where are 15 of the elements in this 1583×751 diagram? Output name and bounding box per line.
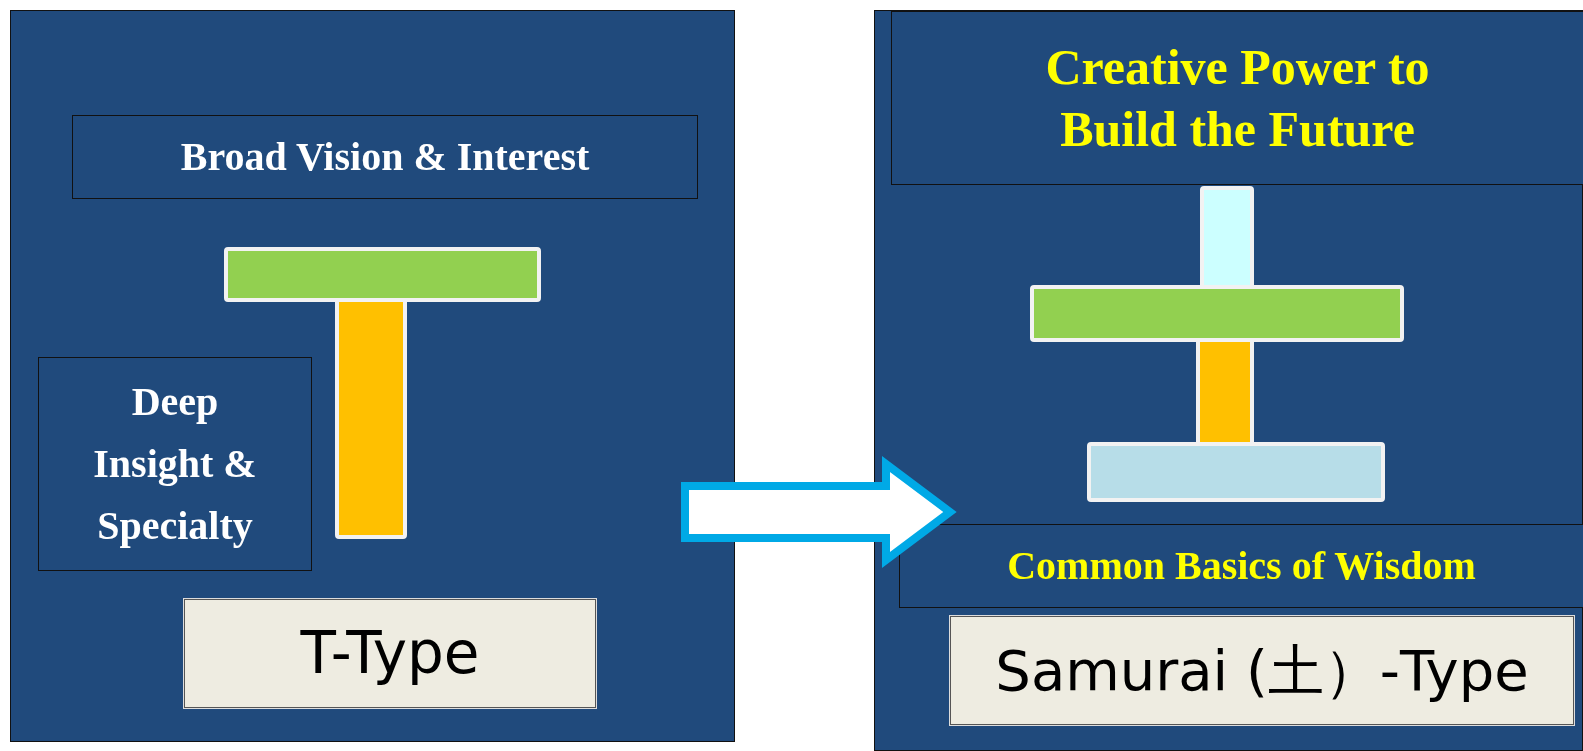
node-label: Deep Insight & Specialty — [92, 378, 258, 550]
text-box — [891, 11, 1583, 185]
node-label: Common Basics of Wisdom — [1006, 542, 1477, 590]
text-box — [38, 357, 312, 571]
panel-background — [874, 10, 1583, 751]
node-label: Samurai (土）-Type — [994, 636, 1530, 705]
panel-background — [10, 10, 735, 742]
type-label-box — [184, 599, 596, 708]
text-box — [72, 115, 698, 199]
node-label: T-Type — [299, 618, 481, 689]
block-arrow — [681, 456, 957, 568]
text-box — [899, 524, 1583, 608]
type-label-box — [950, 616, 1574, 725]
node-label: Creative Power to Build the Future — [1044, 37, 1431, 159]
node-label: Broad Vision & Interest — [179, 133, 591, 181]
